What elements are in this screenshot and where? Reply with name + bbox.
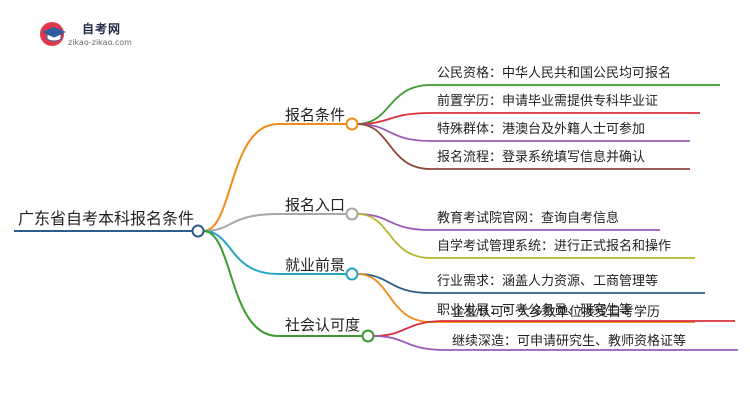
leaf-label-3-1: 行业需求：涵盖人力资源、工商管理等	[437, 273, 658, 289]
branch-label-1: 报名条件	[285, 106, 345, 124]
branch-connector-3	[203, 230, 279, 275]
leaf-connector-3-2	[356, 273, 432, 323]
branch-connector-2	[203, 213, 279, 232]
root-node-circle	[191, 224, 205, 238]
mortarboard-icon	[40, 22, 66, 46]
leaf-label-1-4: 报名流程：登录系统填写信息并确认	[437, 149, 645, 165]
site-url: zikao-zikao.com	[68, 38, 132, 47]
leaf-label-1-3: 特殊群体：港澳台及外籍人士可参加	[437, 121, 645, 137]
leaf-label-4-1: 企业认可：大多数单位接受自考学历	[452, 304, 660, 320]
site-logo-icon	[38, 20, 68, 48]
leaf-label-1-1: 公民资格：中华人民共和国公民均可报名	[437, 65, 671, 81]
leaf-label-1-2: 前置学历：申请毕业需提供专科毕业证	[437, 93, 658, 109]
leaf-label-4-2: 继续深造：可申请研究生、教师资格证等	[452, 333, 686, 349]
leaf-connector-4-1	[372, 320, 447, 337]
branch-connector-4	[203, 230, 279, 337]
leaf-label-2-2: 自学考试管理系统：进行正式报名和操作	[437, 238, 671, 254]
leaf-connector-4-2	[372, 335, 447, 351]
branch-node-circle-2	[345, 207, 359, 221]
site-name: 自考网	[82, 22, 122, 36]
leaf-label-2-1: 教育考试院官网：查询自考信息	[437, 210, 619, 226]
leaf-connector-1-4	[356, 123, 432, 170]
branch-label-2: 报名入口	[285, 196, 345, 214]
leaf-connector-2-2	[356, 213, 432, 259]
leaf-label-3-2: 职业发展：可考公务员、研究生等	[437, 302, 632, 318]
branch-connector-1	[203, 123, 279, 232]
branch-label-4: 社会认可度	[285, 316, 360, 334]
branch-node-circle-4	[361, 329, 375, 343]
branch-label-3: 就业前景	[285, 256, 345, 274]
root-node-label: 广东省自考本科报名条件	[18, 209, 194, 228]
branch-node-circle-3	[345, 267, 359, 281]
branch-node-circle-1	[345, 117, 359, 131]
leaf-connector-1-1	[356, 84, 432, 125]
